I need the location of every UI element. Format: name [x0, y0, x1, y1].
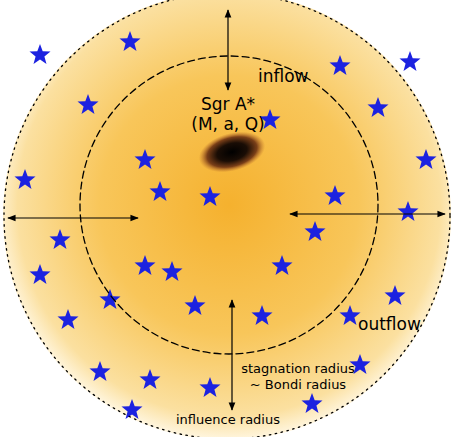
radius-label: influence radius	[163, 412, 293, 428]
star	[78, 94, 99, 114]
outflow-arrow	[227, 10, 228, 56]
circle-outline	[3, 0, 451, 437]
star	[325, 185, 346, 205]
star	[350, 354, 371, 374]
star	[330, 55, 351, 75]
star	[100, 289, 121, 309]
object-label: Sgr A* (M, a, Q)	[188, 94, 268, 135]
star	[252, 305, 273, 325]
star	[30, 44, 51, 64]
star	[162, 261, 183, 281]
flow-arrows	[8, 10, 445, 410]
inflow-arrow	[290, 213, 378, 214]
star	[140, 369, 161, 389]
influence-region: outflow influence radius inflow stagnation …	[3, 0, 451, 437]
star-field	[15, 31, 437, 419]
star	[58, 309, 79, 329]
star	[135, 255, 156, 275]
star	[385, 285, 406, 305]
outflow-arrow	[8, 217, 79, 218]
star	[302, 393, 323, 413]
region-label: inflow	[258, 66, 309, 86]
star	[200, 377, 221, 397]
star	[400, 51, 421, 71]
star	[122, 399, 143, 419]
circle-line	[4, 0, 450, 437]
inflow-arrow	[79, 217, 138, 218]
star	[416, 149, 437, 169]
region-label: outflow	[358, 314, 421, 334]
star	[398, 201, 419, 221]
star	[185, 295, 206, 315]
star	[120, 31, 141, 51]
star	[30, 264, 51, 284]
inflow-arrow	[227, 56, 228, 90]
outflow-arrow	[231, 354, 232, 410]
star	[340, 305, 361, 325]
star	[135, 149, 156, 169]
star	[368, 97, 389, 117]
inflow-arrow	[231, 300, 232, 354]
outflow-arrow	[378, 213, 445, 214]
star	[50, 229, 71, 249]
star	[150, 181, 171, 201]
radius-label: stagnation radius ~ Bondi radius	[238, 361, 358, 392]
star	[272, 255, 293, 275]
star	[90, 361, 111, 381]
glow-disk	[3, 0, 451, 437]
star	[15, 169, 36, 189]
star	[305, 221, 326, 241]
star	[200, 186, 221, 206]
circle-line	[80, 56, 378, 354]
